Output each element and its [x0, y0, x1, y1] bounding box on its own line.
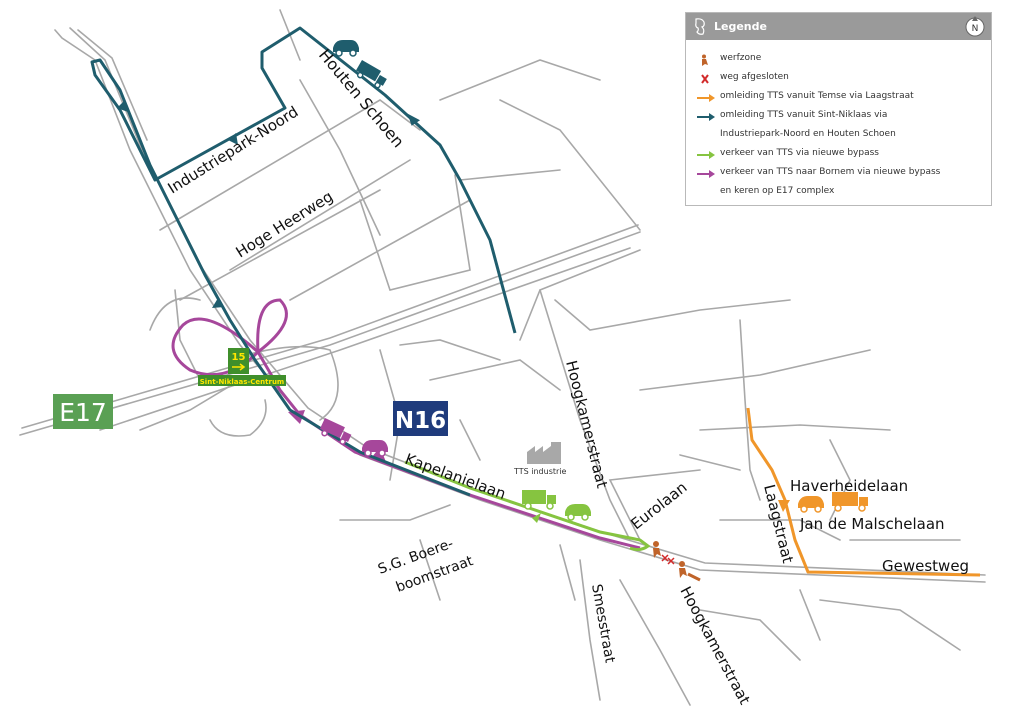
street-jan-de-malschelaan: Jan de Malschelaan	[799, 515, 945, 533]
legend-list: werfzone weg afgesloten omleiding TTS va…	[696, 51, 985, 203]
teal-route-arrow-icon	[697, 113, 715, 121]
teal-arrow-3	[117, 100, 128, 112]
e17-badge-text: E17	[59, 398, 107, 427]
legend-label: verkeer van TTS naar Bornem via nieuwe b…	[720, 167, 941, 177]
legend-title: Legende	[714, 20, 767, 33]
car-icon	[565, 504, 591, 521]
legend-label: verkeer van TTS via nieuwe bypass	[720, 148, 879, 158]
street-industriepark-noord: Industriepark-Noord	[165, 103, 302, 198]
route-bornem	[171, 298, 641, 550]
exit-destination-sign	[198, 375, 286, 386]
street-hoge-heerweg: Hoge Heerweg	[233, 187, 337, 261]
poi-label-tts: TTS industrie	[513, 467, 567, 476]
truck-icon	[832, 492, 868, 512]
teal-arrow-2	[228, 133, 238, 145]
legend-label: weg afgesloten	[720, 72, 789, 82]
car-icon	[798, 496, 824, 513]
exit-arrow-icon	[232, 363, 246, 371]
exit-number: 15	[232, 352, 246, 363]
truck-icon	[522, 490, 556, 510]
legend-label: omleiding TTS vanuit Sint-Niklaas via	[720, 110, 888, 120]
werfzone-icon	[653, 541, 661, 558]
legend-item-werfzone: werfzone	[696, 51, 985, 70]
legend-item-omleiding-sint-niklaas: omleiding TTS vanuit Sint-Niklaas via	[696, 108, 985, 127]
legend-label: omleiding TTS vanuit Temse via Laagstraa…	[720, 91, 914, 101]
legend-item-omleiding-temse: omleiding TTS vanuit Temse via Laagstraa…	[696, 89, 985, 108]
exit-destination: Sint-Niklaas-Centrum	[200, 378, 284, 386]
truck-icon	[356, 60, 387, 89]
legend-item-weg-afgesloten: weg afgesloten	[696, 70, 985, 89]
legend-item-omleiding-sint-niklaas-cont: Industriepark-Noord en Houten Schoen	[696, 127, 985, 146]
street-haverheidelaan: Haverheidelaan	[790, 477, 908, 495]
road-closed-icon	[701, 74, 709, 84]
teal-arrow-1	[407, 113, 421, 126]
green-route-arrow-icon	[697, 151, 715, 159]
n16-badge	[393, 401, 448, 436]
route-sint-niklaas	[90, 26, 517, 497]
route-bypass	[404, 460, 651, 552]
legend-label: en keren op E17 complex	[720, 186, 835, 196]
factory-icon	[527, 442, 561, 464]
n16-badge-text: N16	[395, 408, 446, 434]
magenta-arrow-1	[288, 410, 305, 424]
legend-label: werfzone	[720, 53, 762, 63]
legend-panel: Legende N werfzone weg afgesloten omleid…	[685, 12, 992, 206]
north-label: N	[972, 24, 979, 34]
truck-icon	[319, 418, 352, 445]
legend-item-bornem-cont: en keren op E17 complex	[696, 184, 985, 203]
werfzone-icon	[679, 561, 701, 582]
north-arrow-icon: N	[965, 16, 985, 37]
road-closed-icon	[661, 554, 675, 565]
street-hoogkamerstraat-north: Hoogkamerstraat	[562, 359, 611, 490]
street-eurolaan: Eurolaan	[627, 478, 690, 533]
teal-arrow-4	[212, 298, 224, 308]
car-icon	[333, 40, 359, 57]
legend-header: Legende N	[686, 13, 991, 40]
green-arrow	[532, 513, 541, 523]
flemish-lion-icon	[695, 18, 705, 35]
legend-item-bornem: verkeer van TTS naar Bornem via nieuwe b…	[696, 165, 985, 184]
orange-route-arrow-icon	[697, 94, 715, 102]
legend-item-bypass: verkeer van TTS via nieuwe bypass	[696, 146, 985, 165]
orange-arrow	[778, 500, 790, 512]
e17-badge	[53, 394, 113, 429]
werfzone-icon	[702, 54, 708, 66]
street-gewestweg: Gewestweg	[882, 557, 969, 575]
magenta-route-arrow-icon	[697, 170, 715, 178]
street-hoogkamerstraat-south: Hoogkamerstraat	[676, 583, 753, 707]
legend-label: Industriepark-Noord en Houten Schoen	[720, 129, 896, 139]
car-icon	[362, 440, 388, 457]
